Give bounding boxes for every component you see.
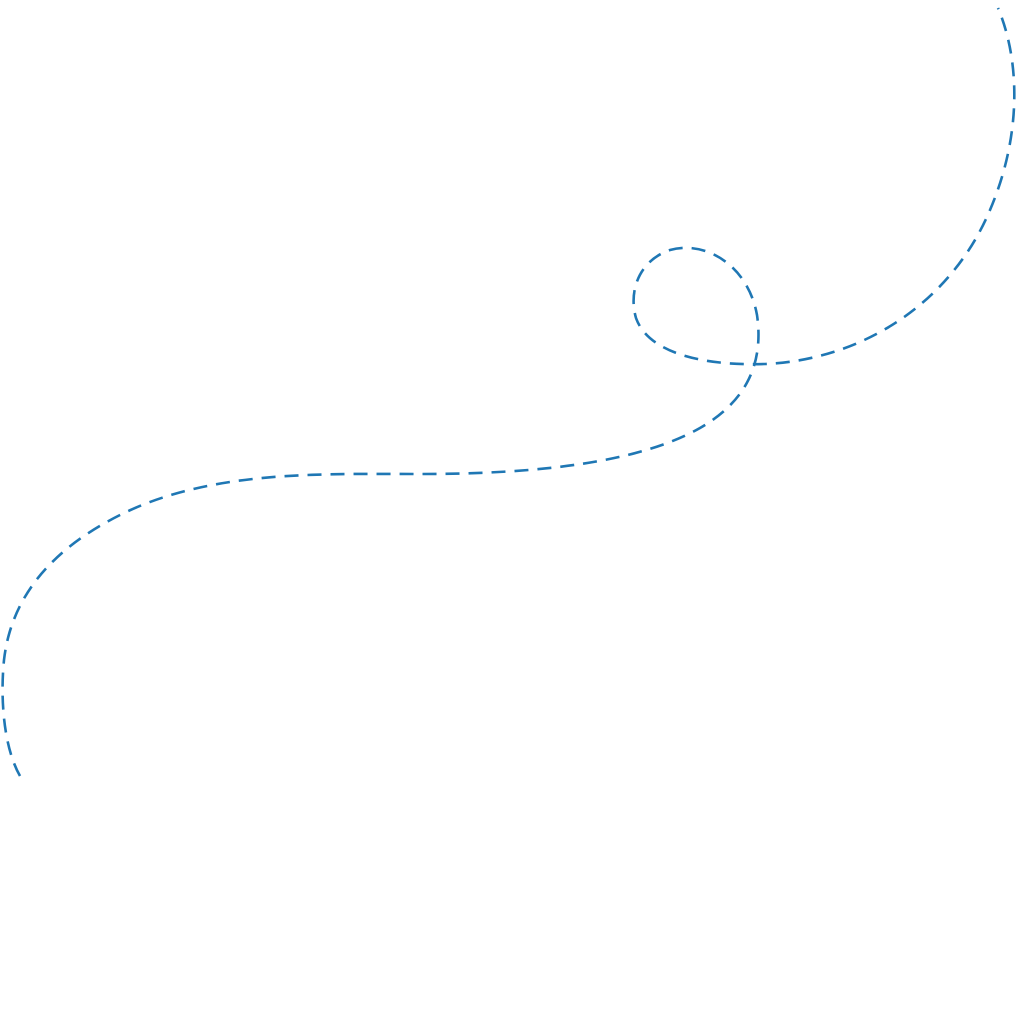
dashed-route-path <box>1 7 1016 777</box>
